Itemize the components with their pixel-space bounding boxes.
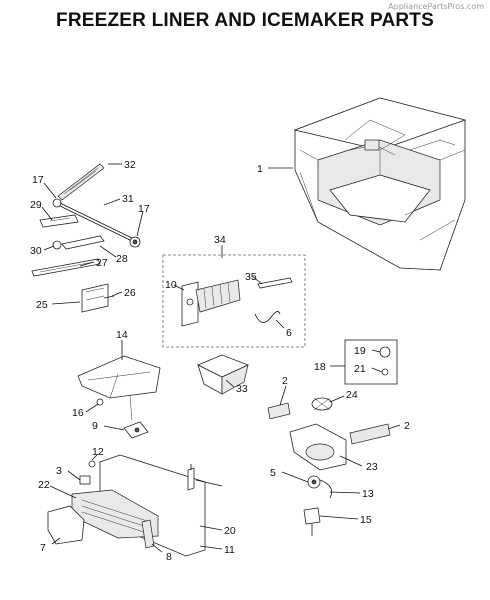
callout-19: 19 [354,345,366,357]
callout-3: 3 [56,465,62,477]
watermark-text: AppliancePartsPros.com [388,2,484,11]
callout-6: 6 [286,327,292,339]
rail-assembly-drawing [31,163,141,313]
callout-32: 32 [124,159,136,171]
callout-31: 31 [122,193,134,205]
callout-35: 35 [245,271,257,283]
callout-14: 14 [116,329,128,341]
callout-21: 21 [354,363,366,375]
icemaker-drawing [181,277,293,327]
callout-15: 15 [360,514,372,526]
callout-2-left: 2 [282,375,288,387]
callout-23: 23 [366,461,378,473]
callout-labels: 1 2 2 3 5 6 7 8 9 10 11 12 13 14 15 16 1… [30,159,410,563]
callout-16: 16 [72,407,84,419]
inset-part-21 [381,368,389,376]
callout-12: 12 [92,446,104,458]
callout-5: 5 [270,467,276,479]
callout-7: 7 [40,542,46,554]
fan-assembly-drawing [267,397,391,536]
callout-34: 34 [214,234,226,246]
callout-20: 20 [224,525,236,537]
callout-25: 25 [36,299,48,311]
dispenser-housing-drawing [47,454,206,557]
callout-17-right: 17 [138,203,150,215]
callout-17-top: 17 [32,174,44,186]
inset-part-19 [379,346,391,358]
callout-13: 13 [362,488,374,500]
callout-29: 29 [30,199,42,211]
callout-1: 1 [257,163,263,175]
callout-8: 8 [166,551,172,563]
callout-27: 27 [96,257,108,269]
callout-2-right: 2 [404,420,410,432]
callout-22: 22 [38,479,50,491]
callout-24: 24 [346,389,358,401]
callout-9: 9 [92,420,98,432]
page-title: FREEZER LINER AND ICEMAKER PARTS [56,10,434,31]
callout-26: 26 [124,287,136,299]
callout-33: 33 [236,383,248,395]
freezer-liner-drawing [293,97,467,271]
callout-28: 28 [116,253,128,265]
callout-11: 11 [224,544,235,556]
callout-10: 10 [165,279,177,291]
leader-lines [41,163,401,553]
icemaker-kit-box [162,254,306,348]
ice-chute-drawing [77,355,161,439]
callout-30: 30 [30,245,42,257]
inset-box [344,339,398,385]
callout-18: 18 [314,361,326,373]
ice-bin-drawing [197,354,250,395]
